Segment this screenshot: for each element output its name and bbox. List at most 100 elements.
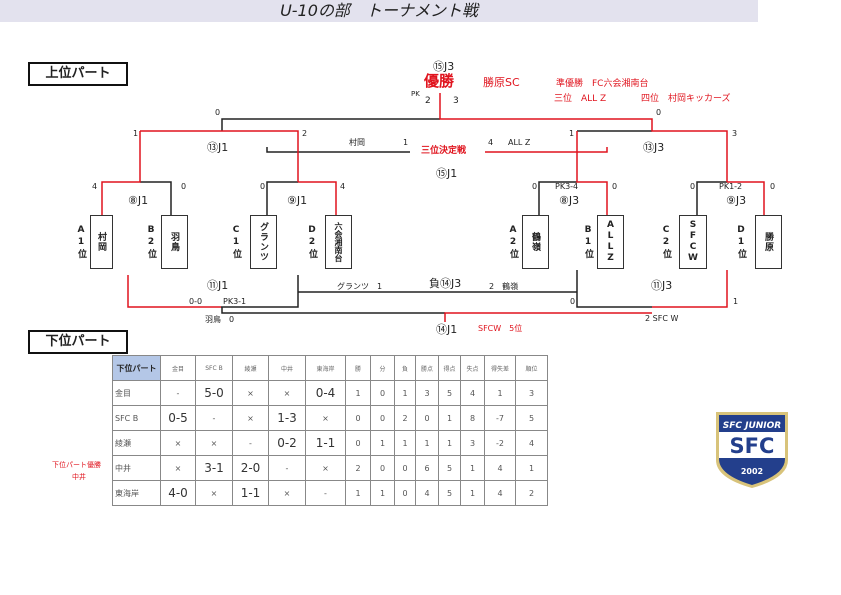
lower-part-label: 下位パート: [28, 330, 128, 354]
table-cell: 1: [484, 380, 516, 406]
table-cell: 3: [415, 380, 439, 406]
fifth-left: 羽鳥 0: [205, 315, 235, 324]
third-place-result: 三位 ALL Z: [554, 94, 607, 104]
seed-label: C1位: [231, 225, 241, 260]
third-right-team: ALL Z: [508, 138, 531, 147]
table-cell: 1: [394, 430, 416, 456]
table-cell: -: [195, 405, 233, 431]
table-cell: -2: [484, 430, 516, 456]
column-header: 順位: [515, 355, 548, 381]
bracket-black-lines: [140, 118, 727, 314]
table-cell: 1: [460, 480, 485, 506]
table-cell: ×: [160, 430, 196, 456]
table-cell: -: [305, 480, 346, 506]
table-cell: 3-1: [195, 455, 233, 481]
table-cell: 5: [438, 480, 461, 506]
right-final-score: 0: [656, 108, 662, 117]
team-box: 鶴嶺: [522, 215, 549, 269]
third-left-score: 1: [403, 138, 409, 147]
table-cell: ×: [268, 380, 306, 406]
seed-label: C2位: [661, 225, 671, 260]
table-cell: 3: [460, 430, 485, 456]
logo-top-text: SFC JUNIOR: [723, 421, 782, 431]
table-cell: 1: [460, 455, 485, 481]
seed-label: B2位: [146, 225, 156, 260]
seed-label: D1位: [736, 225, 746, 260]
left-lower-pk: PK3-1: [223, 297, 247, 306]
left-q2-right-score: 4: [340, 182, 346, 191]
team-name-cell: 中井: [112, 455, 161, 481]
table-cell: ×: [195, 430, 233, 456]
team-box: ALLZ: [597, 215, 624, 269]
table-cell: 1-1: [305, 430, 346, 456]
right-q2-left-score: 0: [690, 182, 696, 191]
left-semi-left-score: 1: [133, 129, 139, 138]
third-right-score: 4: [488, 138, 494, 147]
fifth-match: ⑭J1: [436, 323, 458, 336]
table-cell: 2: [394, 405, 416, 431]
table-cell: 5-0: [195, 380, 233, 406]
table-cell: 2: [515, 480, 548, 506]
left-q1-right-score: 0: [181, 182, 187, 191]
column-header: 綾瀬: [232, 355, 269, 381]
table-cell: 0: [345, 405, 371, 431]
table-cell: 1: [345, 480, 371, 506]
table-cell: 1: [394, 380, 416, 406]
table-cell: 5: [438, 380, 461, 406]
team-box: 勝原: [755, 215, 782, 269]
team-name-cell: 金目: [112, 380, 161, 406]
left-q1-match: ⑧J1: [128, 194, 149, 207]
table-cell: 0-5: [160, 405, 196, 431]
logo-main-text: SFC: [730, 434, 775, 458]
table-cell: 2: [345, 455, 371, 481]
right-semi-right-score: 3: [732, 129, 738, 138]
loser-left: グランツ 1: [337, 282, 383, 291]
table-cell: 8: [460, 405, 485, 431]
page-title: U-10の部 トーナメント戦: [0, 0, 758, 22]
upper-part-label: 上位パート: [28, 62, 128, 86]
left-final-score: 0: [215, 108, 221, 117]
column-header: SFC B: [195, 355, 233, 381]
sfc-junior-logo: SFC JUNIOR SFC 2002: [716, 412, 788, 488]
team-box: グランツ: [250, 215, 277, 269]
third-left-team: 村岡: [349, 138, 365, 147]
table-cell: ×: [232, 405, 269, 431]
right-q1-right-score: 0: [612, 182, 618, 191]
left-lower-score: 0-0: [189, 297, 203, 306]
team-box: 六会湘南台: [325, 215, 352, 269]
team-box: 村岡: [90, 215, 113, 269]
loser-right: 2 鶴嶺: [489, 282, 519, 291]
left-q2-match: ⑨J1: [287, 194, 308, 207]
right-q1-match: ⑧J3: [559, 194, 580, 207]
table-cell: -: [160, 380, 196, 406]
table-cell: 0: [394, 455, 416, 481]
right-semi-match: ⑬J3: [643, 141, 665, 154]
table-cell: 1: [438, 405, 461, 431]
champion-team: 勝原SC: [483, 76, 520, 89]
table-cell: 4: [515, 430, 548, 456]
table-cell: 0-2: [268, 430, 306, 456]
bracket-red-lines: [101, 93, 765, 322]
seed-label: A1位: [76, 225, 86, 260]
table-cell: 2-0: [232, 455, 269, 481]
column-header: 勝: [345, 355, 371, 381]
table-cell: 0: [370, 455, 395, 481]
table-cell: 6: [415, 455, 439, 481]
team-name-cell: 東海岸: [112, 480, 161, 506]
column-header: 失点: [460, 355, 485, 381]
table-cell: 5: [438, 455, 461, 481]
fourth-place-result: 四位 村岡キッカーズ: [641, 94, 731, 104]
left-q1-left-score: 4: [92, 182, 98, 191]
table-cell: 1: [345, 380, 371, 406]
table-cell: 1-1: [232, 480, 269, 506]
table-cell: 1: [438, 430, 461, 456]
third-place-label: 三位決定戦: [421, 146, 467, 156]
right-q1-left-score: 0: [532, 182, 538, 191]
table-cell: ×: [232, 380, 269, 406]
